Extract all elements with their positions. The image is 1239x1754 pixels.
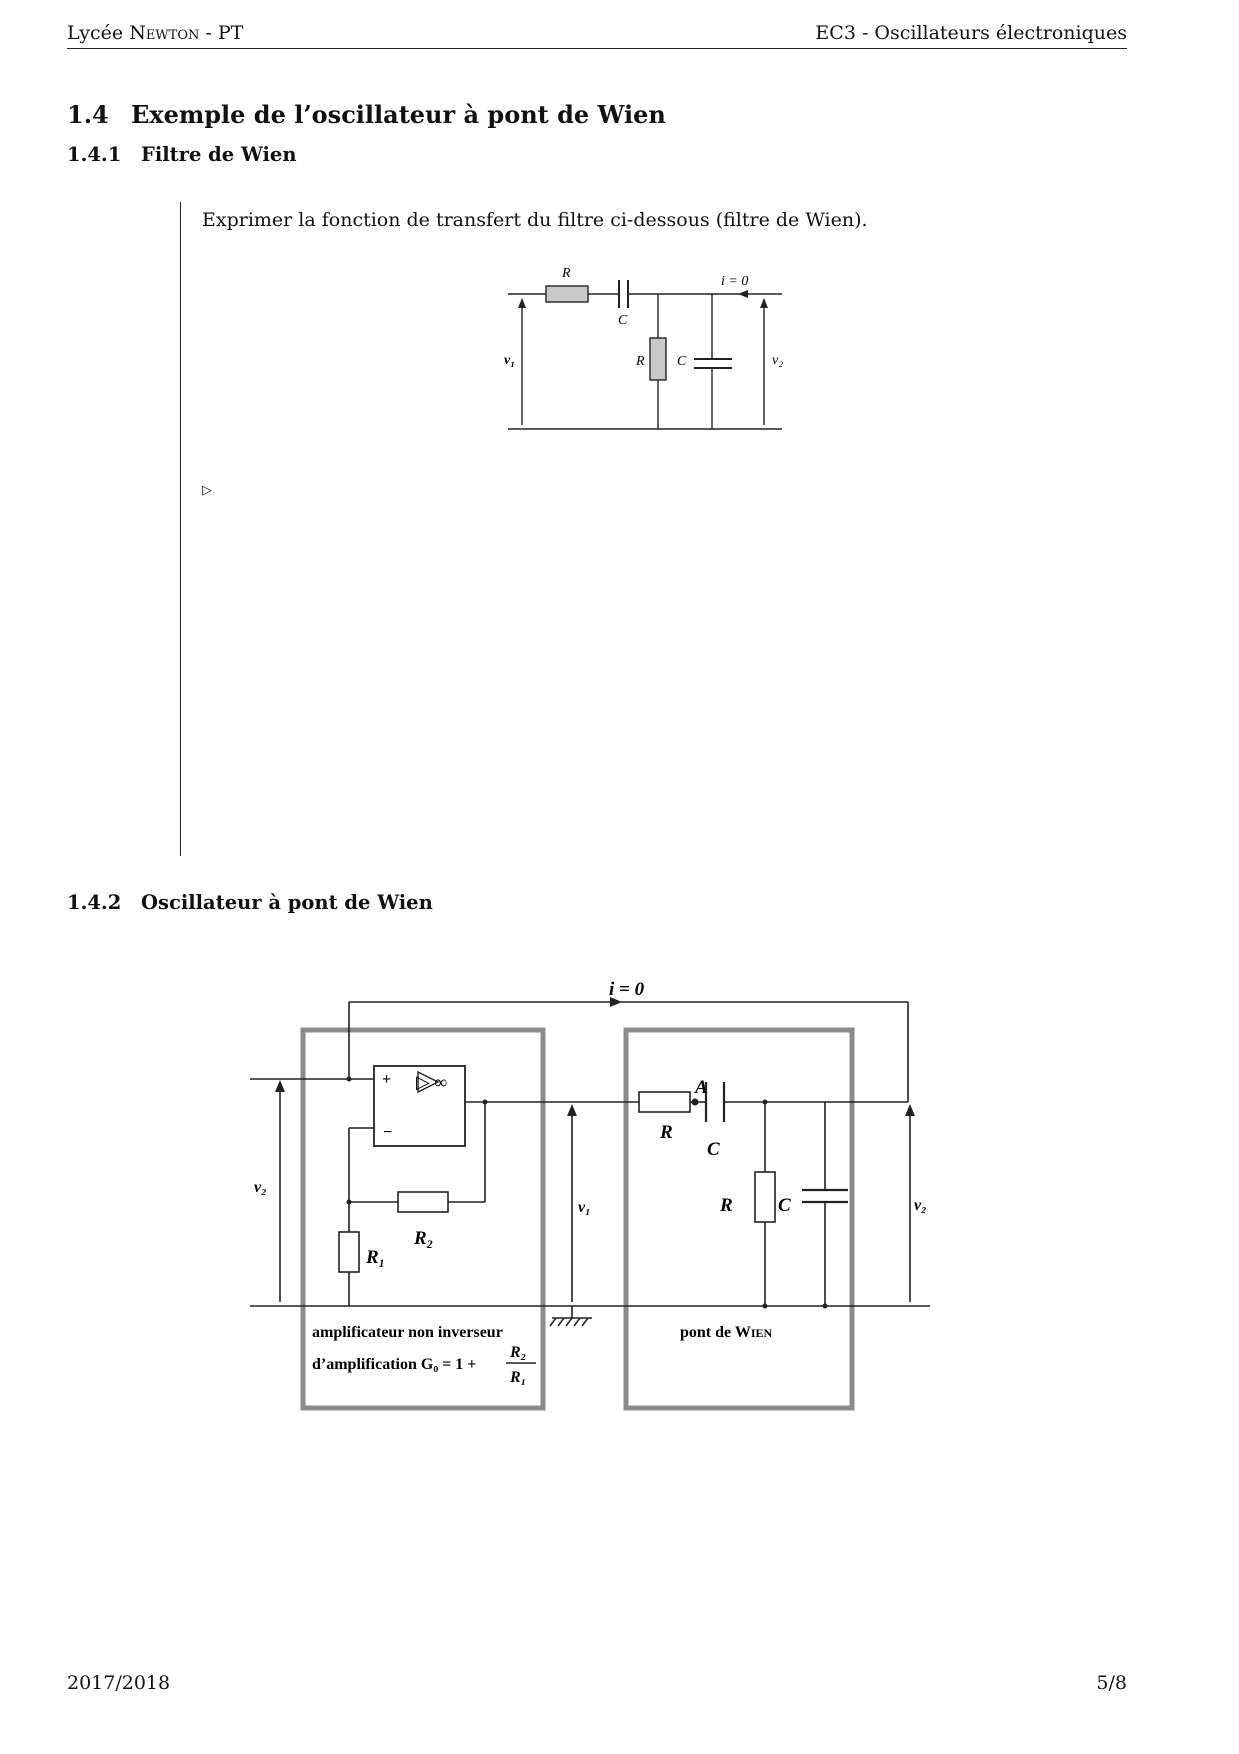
resistor-series-symbol — [545, 285, 589, 303]
amplifier-block — [300, 1027, 546, 1411]
footer-year: 2017/2018 — [67, 1672, 171, 1694]
fig2-label-c-series: C — [707, 1139, 720, 1160]
resistor-r1-symbol — [338, 1231, 360, 1273]
resistor-shunt-symbol — [754, 1171, 776, 1223]
opamp-minus-label: − — [383, 1124, 392, 1141]
subsection-number-2: 1.4.2 — [67, 891, 122, 914]
header-school-name: Newton — [129, 22, 200, 44]
header-rule — [67, 48, 1127, 49]
wien-bridge-block — [623, 1027, 855, 1411]
fig1-label-c-shunt: C — [677, 354, 687, 369]
section-title: Exemple de l’oscillateur à pont de Wien — [131, 100, 666, 129]
fig2-label-r-series: R — [659, 1122, 673, 1143]
subsection-number-1: 1.4.1 — [67, 143, 122, 166]
resistor-shunt-symbol — [649, 337, 667, 381]
gain-fraction-denominator: R₁ — [509, 1369, 526, 1386]
running-header-right: EC3 - Oscillateurs électroniques — [815, 22, 1127, 44]
footer-page-number: 5/8 — [1096, 1672, 1127, 1694]
opamp-plus-label: + — [382, 1071, 391, 1088]
fig2-label-v2-right: v₂ — [914, 1197, 927, 1214]
fig2-label-r2: R₂ — [413, 1228, 433, 1249]
resistor-r2-symbol — [397, 1191, 449, 1213]
running-header-left: Lycée Newton - PT — [67, 22, 243, 44]
fig1-label-current: i = 0 — [721, 274, 748, 289]
node-a-dot — [691, 1098, 699, 1106]
fig1-label-v1: v₁ — [504, 353, 515, 368]
wien-bridge-caption: pont de Wien — [680, 1324, 773, 1341]
fig2-label-c-shunt: C — [778, 1195, 791, 1216]
section-number: 1.4 — [67, 100, 109, 129]
answer-marker: ▷ — [202, 483, 212, 498]
header-school-prefix: Lycée — [67, 22, 130, 44]
current-arrow-icon — [610, 997, 622, 1007]
gain-fraction-numerator: R₂ — [509, 1344, 526, 1361]
fig2-label-v2-left: v₂ — [254, 1179, 267, 1196]
current-arrow-icon — [738, 290, 748, 298]
wien-oscillator-diagram: i = 0 + − ▷ ∞ v₂ R₂ R₁ v₁ R A C R C v₂ a… — [250, 979, 930, 1411]
subsection-title-2: Oscillateur à pont de Wien — [141, 891, 433, 914]
section-heading: 1.4 Exemple de l’oscillateur à pont de Wi… — [67, 100, 666, 129]
fig2-label-node-a: A — [694, 1077, 708, 1098]
amplifier-caption-line1: amplificateur non inverseur — [312, 1324, 503, 1341]
amplifier-caption-line2: d’amplification G₀ = 1 + — [312, 1356, 476, 1373]
subsection-title-1: Filtre de Wien — [141, 143, 297, 166]
wien-filter-diagram: R C i = 0 v₁ R C v₂ — [504, 266, 783, 430]
resistor-series-symbol — [638, 1091, 691, 1113]
exercise-question: Exprimer la fonction de transfert du fil… — [202, 209, 868, 231]
fig1-label-r-shunt: R — [635, 354, 645, 369]
exercise-margin-bar — [180, 202, 181, 856]
fig2-label-r1: R₁ — [365, 1247, 385, 1268]
subsection-heading-2: 1.4.2 Oscillateur à pont de Wien — [67, 891, 433, 914]
fig1-label-v2: v₂ — [772, 353, 783, 368]
header-class: - PT — [199, 22, 244, 44]
fig1-label-r-series: R — [561, 266, 571, 281]
fig2-label-v1: v₁ — [578, 1199, 591, 1216]
fig1-label-c-series: C — [618, 313, 628, 328]
opamp-symbol-label: ▷ ∞ — [416, 1072, 447, 1092]
fig2-label-r-shunt: R — [719, 1195, 733, 1216]
subsection-heading-1: 1.4.1 Filtre de Wien — [67, 143, 297, 166]
fig2-label-current: i = 0 — [609, 979, 645, 1000]
